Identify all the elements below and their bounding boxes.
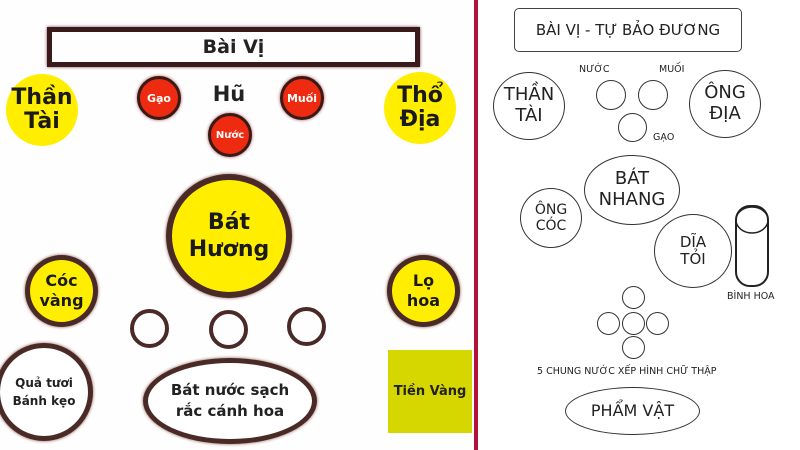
bai-vi-label: BÀI VỊ - TỰ BẢO ĐƯƠNG [535, 21, 721, 39]
bai-vi-label: Bài Vị [202, 36, 265, 58]
divider [474, 0, 478, 450]
muoi-jar [638, 80, 668, 110]
water-cup [209, 310, 248, 349]
gao-jar: Gạo [137, 76, 181, 120]
bat-nhang-line1: BÁT [614, 168, 650, 190]
bat-nuoc-sach: Bát nước sạch rắc cánh hoa [143, 358, 317, 444]
water-cup [287, 307, 326, 346]
water-cup [646, 312, 669, 335]
muoi-jar: Muối [280, 76, 324, 120]
gao-jar [618, 113, 647, 142]
than-tai-line1: Thần [11, 84, 73, 110]
binh-hoa-label: BÌNH HOA [727, 291, 775, 302]
coc-vang-line2: vàng [39, 291, 84, 310]
bat-huong-line1: Bát [207, 209, 251, 235]
tho-dia-line2: Địa [399, 107, 441, 132]
gao-label: Gạo [146, 91, 171, 105]
nuoc-jar [596, 80, 626, 110]
water-cup [622, 336, 645, 359]
tien-vang-label: Tiền Vàng [393, 384, 467, 399]
bat-nuoc-line2: rắc cánh hoa [175, 402, 285, 420]
nuoc-label: Nước [215, 129, 245, 141]
lo-hoa-line2: hoa [406, 291, 441, 310]
pham-vat: PHẨM VẬT [565, 387, 700, 435]
qua-tuoi-line2: Bánh kẹo [12, 394, 76, 408]
ong-coc-line1: ÔNG [534, 201, 568, 218]
nuoc-label: NƯỚC [579, 64, 610, 75]
ong-coc-line2: CÓC [535, 218, 567, 234]
muoi-label: Muối [286, 91, 318, 105]
bai-vi-box: Bài Vị [47, 27, 420, 67]
chung-nuoc-label: 5 CHUNG NƯỚC XẾP HÌNH CHỮ THẬP [537, 366, 717, 377]
than-tai-line2: Tài [24, 109, 60, 134]
nuoc-jar: Nước [208, 113, 252, 157]
pham-vat-label: PHẨM VẬT [590, 400, 675, 420]
water-cup [130, 309, 169, 348]
ong-dia-line2: ĐỊA [709, 103, 741, 124]
qua-tuoi-line1: Quả tươi [15, 376, 73, 390]
hu-label: Hũ [212, 82, 246, 106]
tien-vang: Tiền Vàng [388, 350, 472, 433]
gao-label: GẠO [653, 132, 675, 143]
ong-dia-line1: ÔNG [704, 82, 746, 104]
muoi-label: MUỐI [659, 64, 685, 75]
bat-huong-line2: Hương [188, 237, 270, 262]
bai-vi-box: BÀI VỊ - TỰ BẢO ĐƯƠNG [514, 8, 742, 52]
dia-toi-line1: DĨA [679, 232, 707, 251]
dia-toi-line2: TỎI [680, 250, 706, 268]
binh-hoa-vase [735, 205, 769, 287]
than-tai-line1: THẦN [503, 84, 555, 106]
lo-hoa-line1: Lọ [412, 271, 435, 290]
water-cup [622, 312, 645, 335]
bat-nuoc-line1: Bát nước sạch [170, 381, 290, 399]
water-cup [597, 312, 620, 335]
bat-nhang-line2: NHANG [598, 189, 666, 210]
tho-dia-line1: Thổ [397, 82, 443, 108]
water-cup [622, 286, 645, 309]
coc-vang-line1: Cóc [45, 271, 78, 290]
than-tai-line2: TÀI [515, 105, 543, 126]
